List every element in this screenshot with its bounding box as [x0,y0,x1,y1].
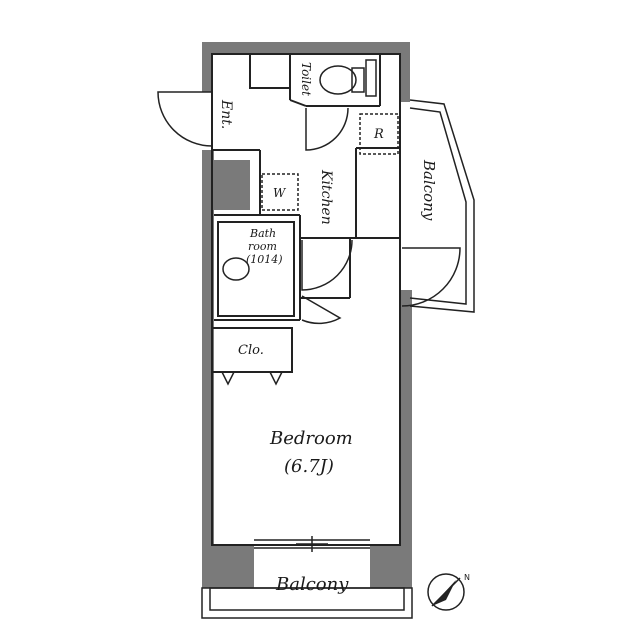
door-swings [157,91,461,386]
kitchen-label: Kitchen [318,169,334,225]
toilet-label: Toilet [299,62,313,96]
compass-north-label: N [464,573,470,582]
entrance-label: Ent. [218,99,234,129]
fridge-label: R [373,127,384,142]
interior-walls [211,53,401,546]
bath-size-label: (1014) [246,253,283,266]
bath-label-line1: Bath [249,227,276,240]
exterior-walls [202,42,412,588]
bedroom-size-label: (6.7J) [284,456,334,477]
balconies [201,99,475,619]
washer-label: W [273,186,287,200]
closet-label: Clo. [238,343,264,358]
balcony-south-label: Balcony [275,574,349,595]
fixtures [222,59,399,552]
bath-label-line2: room [248,240,277,253]
bedroom-label: Bedroom [269,428,353,449]
compass-icon: N [427,573,470,611]
balcony-east-label: Balcony [420,159,438,221]
